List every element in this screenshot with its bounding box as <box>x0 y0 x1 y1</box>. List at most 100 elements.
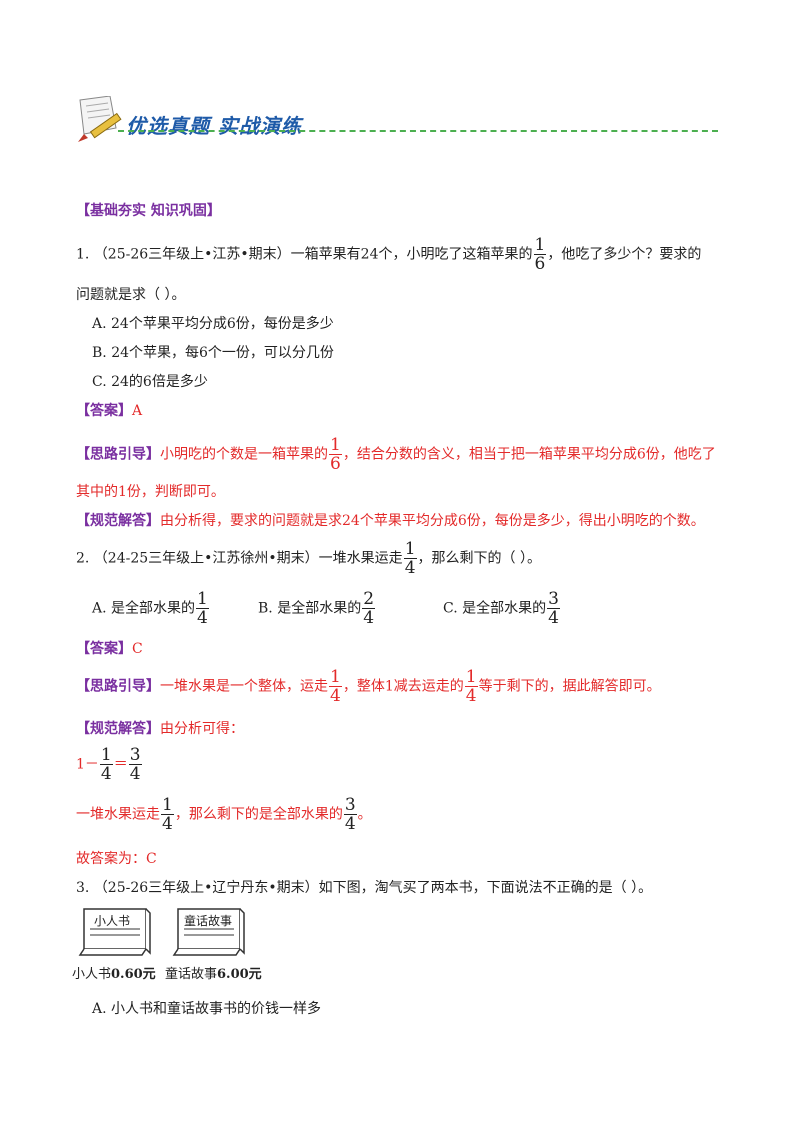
book-icon <box>172 908 245 956</box>
q1-hint-part1: 小明吃的个数是一箱苹果的 <box>160 446 328 463</box>
fraction-numerator: 1 <box>404 539 416 559</box>
book2-caption: 童话故事6.00元 <box>165 963 262 982</box>
pencil-paper-icon <box>78 95 122 142</box>
fraction-numerator: 3 <box>129 745 141 765</box>
q1-hint-line2: 其中的1份，判断即可。 <box>76 484 225 500</box>
solution-label: 【规范解答】 <box>76 513 160 529</box>
fraction-denominator: 6 <box>330 454 341 474</box>
book-icon <box>78 908 151 956</box>
q1-option-c: C. 24的6倍是多少 <box>92 374 208 390</box>
q1-stem-line2: 问题就是求（ ）。 <box>76 287 186 303</box>
header-logo <box>70 95 128 150</box>
q1-solution-text: 由分析得，要求的问题就是求24个苹果平均分成6份，每份是多少，得出小明吃的个数。 <box>160 513 705 529</box>
fraction-denominator: 4 <box>129 764 141 784</box>
equation-equals: ＝ <box>113 756 128 773</box>
q2-stem-part2: ，那么剩下的（ ）。 <box>417 550 541 567</box>
conclusion-part1: 一堆水果运走 <box>76 806 160 823</box>
q2-hint-part3: 等于剩下的，据此解答即可。 <box>478 678 661 695</box>
q1-option-b: B. 24个苹果，每6个一份，可以分几份 <box>92 345 334 361</box>
q2-option-a-text: A. 是全部水果的 <box>92 600 196 617</box>
book-illustration-1 <box>76 905 154 965</box>
q1-stem-part2: ，他吃了多少个？要求的 <box>547 246 702 263</box>
q2-hint-part2: ，整体1减去运走的 <box>342 678 464 695</box>
q2-hint-part1: 一堆水果是一个整体，运走 <box>160 678 328 695</box>
fraction-numerator: 3 <box>344 795 356 815</box>
q2-solution-text: 由分析可得： <box>160 721 244 737</box>
fraction-denominator: 4 <box>344 814 356 834</box>
fraction-numerator: 1 <box>162 795 173 815</box>
fraction-numerator: 1 <box>534 235 546 255</box>
q3-stem: 3. （25-26三年级上•辽宁丹东•期末）如下图，淘气买了两本书，下面说法不正… <box>76 880 653 896</box>
q3-option-a: A. 小人书和童话故事书的价钱一样多 <box>92 1001 322 1017</box>
fraction-numerator: 1 <box>100 745 112 765</box>
fraction-numerator: 1 <box>330 667 341 687</box>
q2-answer: 【答案】C <box>76 638 143 658</box>
fraction-denominator: 6 <box>534 254 546 274</box>
fraction-numerator: 1 <box>465 667 477 687</box>
answer-value: A <box>132 403 143 419</box>
hint-label: 【思路引导】 <box>76 446 160 463</box>
fraction-numerator: 3 <box>548 589 559 609</box>
book1-caption: 小人书0.60元 <box>72 963 156 982</box>
book2-cover-label: 童话故事 <box>184 914 233 928</box>
fraction-numerator: 1 <box>330 435 341 455</box>
answer-label: 【答案】 <box>76 641 132 657</box>
book-illustration-2 <box>170 905 248 965</box>
fraction-numerator: 2 <box>363 589 375 609</box>
book2-price: 6.00元 <box>217 967 262 982</box>
header-divider <box>118 130 718 132</box>
q1-stem-part1: 1. （25-26三年级上•江苏•期末）一箱苹果有24个，小明吃了这箱苹果的 <box>76 246 533 263</box>
fraction-denominator: 4 <box>404 558 416 578</box>
fraction-denominator: 4 <box>465 686 477 706</box>
q1-option-a: A. 24个苹果平均分成6份，每份是多少 <box>92 316 334 332</box>
book1-cover-label: 小人书 <box>94 914 131 928</box>
fraction-denominator: 4 <box>363 608 375 628</box>
q1-solution: 【规范解答】由分析得，要求的问题就是求24个苹果平均分成6份，每份是多少，得出小… <box>76 510 705 530</box>
fraction-denominator: 4 <box>330 686 341 706</box>
solution-label: 【规范解答】 <box>76 721 160 737</box>
hint-label: 【思路引导】 <box>76 678 160 695</box>
conclusion-part3: 。 <box>357 806 372 823</box>
fraction-numerator: 1 <box>197 589 208 609</box>
fraction-denominator: 4 <box>197 608 208 628</box>
q1-answer: 【答案】A <box>76 400 142 420</box>
fraction-denominator: 4 <box>100 764 112 784</box>
q2-solution: 【规范解答】由分析可得： <box>76 718 244 738</box>
page-title: 优选真题 实战演练 <box>126 114 302 138</box>
fraction-denominator: 4 <box>548 608 559 628</box>
conclusion-part2: ，那么剩下的是全部水果的 <box>174 806 343 823</box>
answer-label: 【答案】 <box>76 403 132 419</box>
answer-value: C <box>132 641 143 657</box>
section-title: 【基础夯实 知识巩固】 <box>76 203 221 219</box>
fraction-denominator: 4 <box>162 814 173 834</box>
q2-option-b-text: B. 是全部水果的 <box>258 600 362 617</box>
q2-stem-part1: 2. （24-25三年级上•江苏徐州•期末）一堆水果运走 <box>76 550 403 567</box>
book1-price: 0.60元 <box>111 967 156 982</box>
q2-final-answer: 故答案为：C <box>76 851 157 867</box>
q2-option-c-text: C. 是全部水果的 <box>443 600 547 617</box>
book1-name: 小人书 <box>72 967 112 982</box>
equation-one: 1－ <box>76 756 99 773</box>
book2-name: 童话故事 <box>165 967 218 982</box>
q1-hint-part2: ，结合分数的含义，相当于把一箱苹果平均分成6份，他吃了 <box>342 446 716 463</box>
